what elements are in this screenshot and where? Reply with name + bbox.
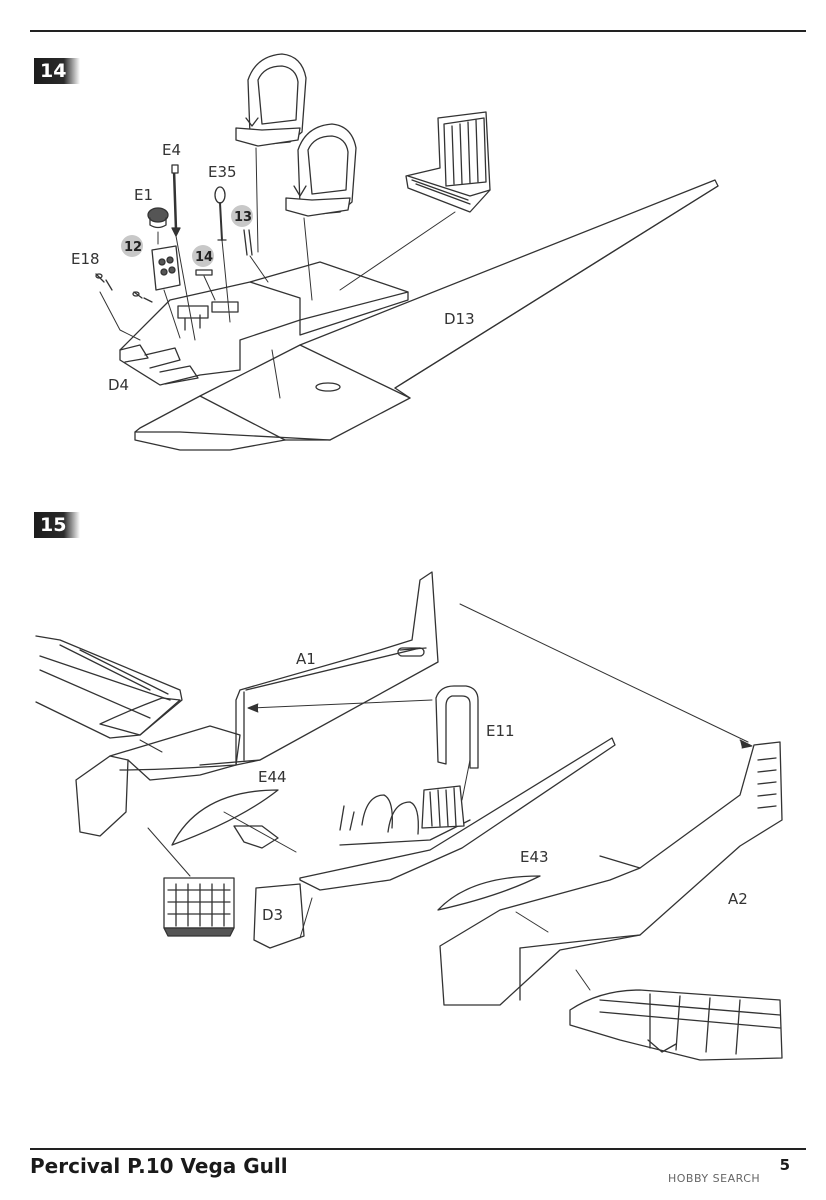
label-d4: D4 [108, 376, 129, 394]
label-e11: E11 [486, 722, 515, 740]
step-14-leader-lines [99, 147, 456, 399]
label-e18: E18 [71, 250, 100, 268]
part-e44-panel [171, 789, 279, 849]
footer-title: Percival P.10 Vega Gull [30, 1154, 288, 1178]
part-13-rod [243, 229, 253, 256]
label-e43: E43 [520, 848, 549, 866]
label-d3: D3 [262, 906, 283, 924]
watermark: HOBBY SEARCH [668, 1172, 761, 1185]
part-e18 [95, 273, 153, 303]
engine-block [163, 877, 235, 937]
part-e11-frame [435, 685, 479, 769]
part-e43-panel [437, 875, 541, 911]
part-14-pin [195, 269, 213, 276]
step-15-badge: 15 [34, 512, 80, 538]
seat-upper-2 [285, 123, 357, 217]
cockpit-floor-assembly [299, 737, 616, 891]
step-15-diagram: A1 E11 E44 E43 A2 D3 [35, 571, 783, 1061]
label-12: 12 [124, 240, 142, 255]
part-12-panel [151, 245, 181, 291]
part-d4-seat-base [119, 261, 409, 386]
bottom-rule [30, 1148, 806, 1150]
part-d13-floor [134, 179, 719, 451]
seat-upper-1 [235, 53, 307, 147]
step-15-arrows [139, 603, 753, 991]
part-a1-fuselage-half [199, 571, 439, 766]
part-d3-firewall [253, 883, 305, 949]
part-e35 [214, 186, 227, 241]
page-number: 5 [779, 1156, 790, 1174]
step-14-labels: E4 E35 E1 13 12 14 E18 D13 D4 [71, 141, 475, 394]
engine-cowling-front [75, 725, 241, 837]
label-e1: E1 [134, 186, 153, 204]
step-14-badge: 14 [34, 58, 80, 84]
wing-right [569, 989, 783, 1061]
label-a1: A1 [296, 650, 316, 668]
label-e4: E4 [162, 141, 181, 159]
part-a2-fuselage-half [439, 741, 783, 1006]
part-e4 [171, 164, 181, 237]
label-d13: D13 [444, 310, 475, 328]
step-14-diagram: E4 E35 E1 13 12 14 E18 D13 D4 [71, 53, 719, 451]
bench-seat [405, 111, 491, 213]
label-13: 13 [234, 210, 252, 225]
part-e1 [147, 207, 169, 229]
label-e35: E35 [208, 163, 237, 181]
wing-left [35, 635, 183, 739]
step-15-labels: A1 E11 E44 E43 A2 D3 [258, 650, 748, 924]
label-a2: A2 [728, 890, 748, 908]
label-14: 14 [195, 250, 213, 265]
top-rule [30, 30, 806, 32]
label-e44: E44 [258, 768, 287, 786]
